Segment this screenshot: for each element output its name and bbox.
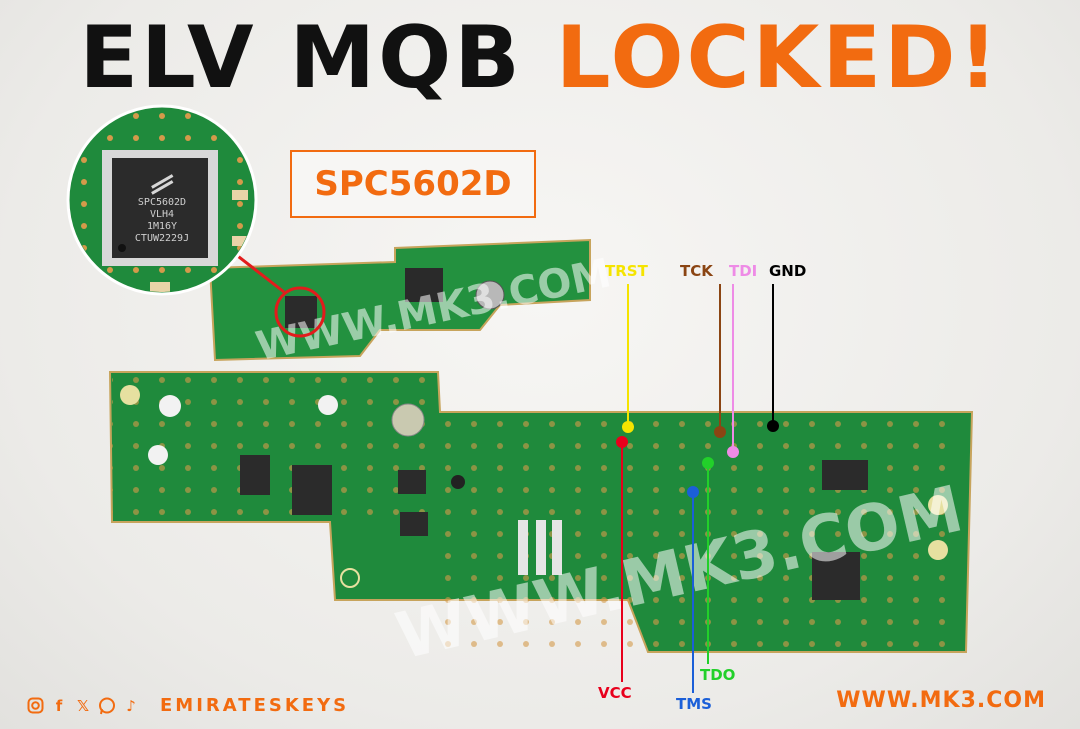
brand-name: EMIRATESKEYS [160, 695, 350, 716]
pin-label-tms: TMS [676, 695, 712, 713]
gnd-point [767, 420, 779, 432]
chip-marking-4: CTUW2229J [135, 233, 189, 244]
chip-label-box: SPC5602D [290, 150, 536, 218]
trst-point [622, 421, 634, 433]
whatsapp-icon[interactable] [98, 697, 116, 715]
website-url[interactable]: WWW.MK3.COM [836, 688, 1046, 713]
chip-marking-1: SPC5602D [138, 197, 186, 208]
tiktok-icon[interactable]: ♪ [126, 696, 136, 715]
headline-part2: LOCKED! [555, 8, 1001, 108]
pin-label-tdi: TDI [729, 262, 758, 280]
pin-label-trst: TRST [605, 262, 648, 280]
tms-point [687, 486, 699, 498]
chip-marking-3: 1M16Y [147, 221, 177, 232]
small-pcb: WWW.MK3.COM [208, 238, 615, 370]
vcc-point [616, 436, 628, 448]
pin-label-tdo: TDO [700, 666, 736, 684]
tdi-point [727, 446, 739, 458]
pin-label-gnd: GND [769, 262, 807, 280]
headline-part1: ELV MQB [79, 8, 523, 108]
social-footer: f 𝕏 ♪ EMIRATESKEYS [26, 695, 349, 716]
main-pcb: WWW.MK3.COM [108, 371, 974, 675]
chip-highlight-circle [274, 286, 326, 338]
instagram-icon[interactable] [26, 697, 44, 715]
x-icon[interactable]: 𝕏 [76, 696, 90, 715]
pointer-arrow [229, 248, 285, 294]
tdo-point [702, 457, 714, 469]
tck-point [714, 426, 726, 438]
chip-marking-2: VLH4 [150, 209, 174, 220]
pin-label-tck: TCK [680, 262, 713, 280]
facebook-icon[interactable]: f [55, 696, 63, 715]
headline: ELV MQB LOCKED! [0, 8, 1080, 108]
pin-label-vcc: VCC [598, 684, 632, 702]
chip-zoom-circle: SPC5602D VLH4 1M16Y CTUW2229J [66, 104, 258, 296]
